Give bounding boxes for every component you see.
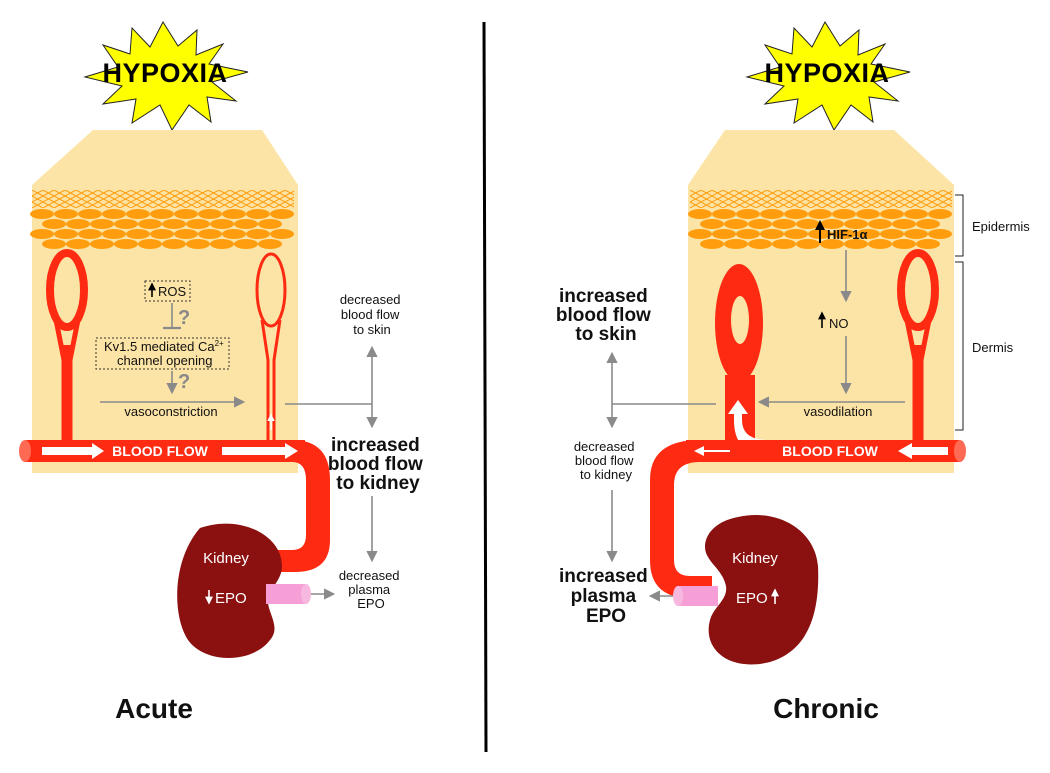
acute-blood-vessel: BLOOD FLOW bbox=[19, 440, 330, 572]
acute-capillary-left bbox=[46, 249, 88, 450]
acute-cascade: ROS ? Kv1.5 mediated Ca2+ channel openin… bbox=[95, 280, 246, 419]
chronic-plasma-tube bbox=[678, 586, 718, 606]
chronic-hypoxia-starburst: HYPOXIA bbox=[745, 20, 911, 131]
chronic-plasma-effect: increased plasma EPO bbox=[559, 566, 653, 627]
chronic-kidney-label: Kidney bbox=[732, 550, 778, 567]
vasoconstriction-label: vasoconstriction bbox=[124, 404, 217, 419]
acute-epo-label: EPO bbox=[215, 590, 247, 607]
chronic-effects: increased blood flow to skin decreased b… bbox=[556, 286, 716, 627]
no-label: NO bbox=[829, 316, 849, 331]
acute-panel: HYPOXIA BLOOD FLOW bbox=[19, 20, 428, 724]
kidney-icon bbox=[704, 514, 819, 665]
acute-plasma-tube bbox=[266, 584, 306, 604]
chronic-blood-flow-label: BLOOD FLOW bbox=[782, 443, 878, 459]
acute-hypoxia-label: HYPOXIA bbox=[102, 58, 227, 88]
acute-question-mark-1: ? bbox=[178, 307, 190, 329]
acute-question-mark-2: ? bbox=[178, 371, 190, 393]
panel-divider bbox=[482, 21, 488, 753]
acute-kidney: Kidney EPO bbox=[177, 523, 336, 658]
chronic-panel: HYPOXIA BLOOD FLOW bbox=[556, 20, 1030, 724]
chronic-blood-vessel: BLOOD FLOW bbox=[650, 440, 966, 598]
acute-kidney-label: Kidney bbox=[203, 550, 249, 567]
chronic-epo-label: EPO bbox=[736, 590, 768, 607]
acute-blood-flow-label: BLOOD FLOW bbox=[112, 443, 208, 459]
hif-label: HIF-1α bbox=[827, 227, 868, 242]
acute-capillary-right-constricted bbox=[255, 252, 287, 440]
acute-kidney-effect: increased blood flow to kidney bbox=[328, 435, 428, 494]
kidney-icon bbox=[177, 523, 282, 658]
chronic-capillary-right bbox=[897, 249, 939, 450]
chronic-kidney-effect: decreased blood flow to kidney bbox=[574, 439, 638, 482]
acute-hypoxia-starburst: HYPOXIA bbox=[83, 20, 249, 131]
chronic-kidney: Kidney EPO bbox=[648, 514, 819, 665]
acute-panel-title: Acute bbox=[115, 693, 193, 724]
acute-flow-arrow-left bbox=[42, 443, 104, 459]
ros-box bbox=[144, 280, 191, 302]
chronic-flow-arrow-right bbox=[898, 443, 948, 459]
acute-skin-effect: decreased blood flow to skin bbox=[340, 292, 404, 337]
kv-box bbox=[95, 337, 230, 370]
acute-plasma-effect: decreased plasma EPO bbox=[339, 568, 403, 611]
kv-label-line1: Kv1.5 mediated Ca2+ bbox=[104, 339, 224, 354]
vasodilation-label: vasodilation bbox=[804, 404, 873, 419]
chronic-hypoxia-label: HYPOXIA bbox=[764, 58, 889, 88]
chronic-cascade: HIF-1α NO vasodilation bbox=[757, 220, 905, 419]
layer-brackets: Epidermis Dermis bbox=[955, 194, 1030, 431]
kv-label-line2: channel opening bbox=[117, 353, 212, 368]
chronic-skin-effect: increased blood flow to skin bbox=[556, 286, 656, 345]
chronic-panel-title: Chronic bbox=[773, 693, 879, 724]
dermis-label: Dermis bbox=[972, 340, 1014, 355]
ros-label: ROS bbox=[158, 284, 187, 299]
acute-flow-arrow-right bbox=[222, 443, 298, 459]
epidermis-label: Epidermis bbox=[972, 219, 1030, 234]
acute-effects: decreased blood flow to skin increased b… bbox=[285, 292, 428, 611]
